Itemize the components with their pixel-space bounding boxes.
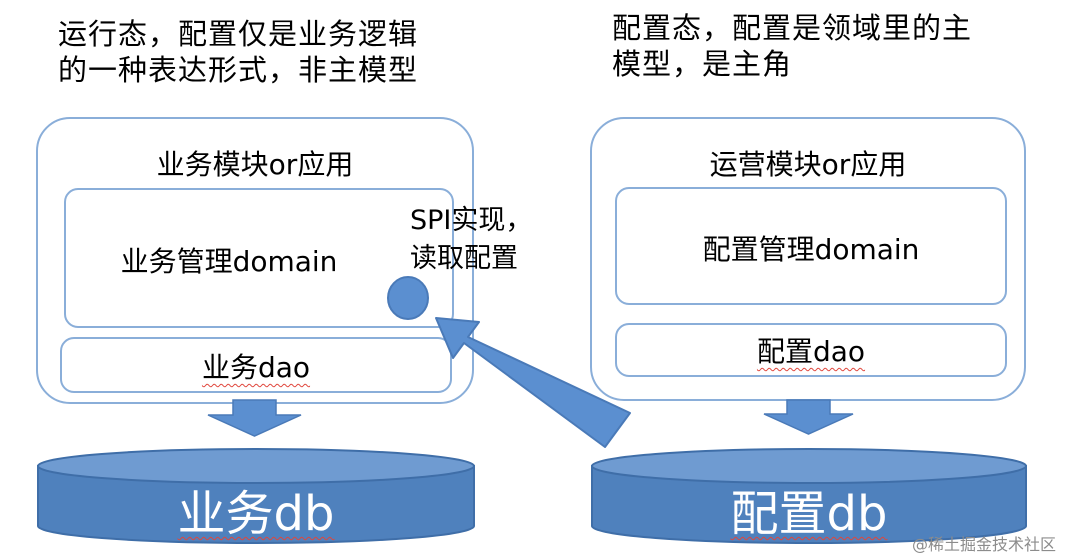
business-db-cylinder <box>37 448 475 544</box>
watermark: @稀土掘金技术社区 <box>912 535 1057 554</box>
business-db-text: 业务db <box>177 486 335 542</box>
config-domain-label: 配置管理domain <box>702 233 920 266</box>
config-db-cylinder <box>591 448 1027 544</box>
business-dao-box <box>60 337 452 393</box>
config-time-caption: 配置态，配置是领域里的主 模型，是主角 <box>612 11 973 81</box>
spi-read-arrow <box>435 317 631 448</box>
spi-implementation-label: SPI实现， 读取配置 <box>410 205 533 274</box>
business-module-title: 业务模块or应用 <box>156 148 354 181</box>
config-domain-box <box>615 187 1007 305</box>
business-down-arrow <box>207 399 302 437</box>
business-domain-box <box>64 188 454 328</box>
config-db-text: 配置db <box>730 486 888 542</box>
config-dao-label: 配置dao <box>615 330 1007 370</box>
business-dao-text: 业务dao <box>201 351 311 384</box>
business-domain-label: 业务管理domain <box>120 245 338 278</box>
config-db-label: 配置db <box>592 474 1026 544</box>
runtime-caption: 运行态，配置仅是业务逻辑 的一种表达形式，非主模型 <box>58 17 419 87</box>
business-dao-label: 业务dao <box>60 346 452 386</box>
operations-module-title: 运营模块or应用 <box>709 148 907 181</box>
business-db-label: 业务db <box>38 474 474 544</box>
spi-circle <box>387 276 429 320</box>
config-down-arrow <box>763 399 854 435</box>
config-dao-text: 配置dao <box>756 335 866 368</box>
config-dao-box <box>615 323 1007 377</box>
